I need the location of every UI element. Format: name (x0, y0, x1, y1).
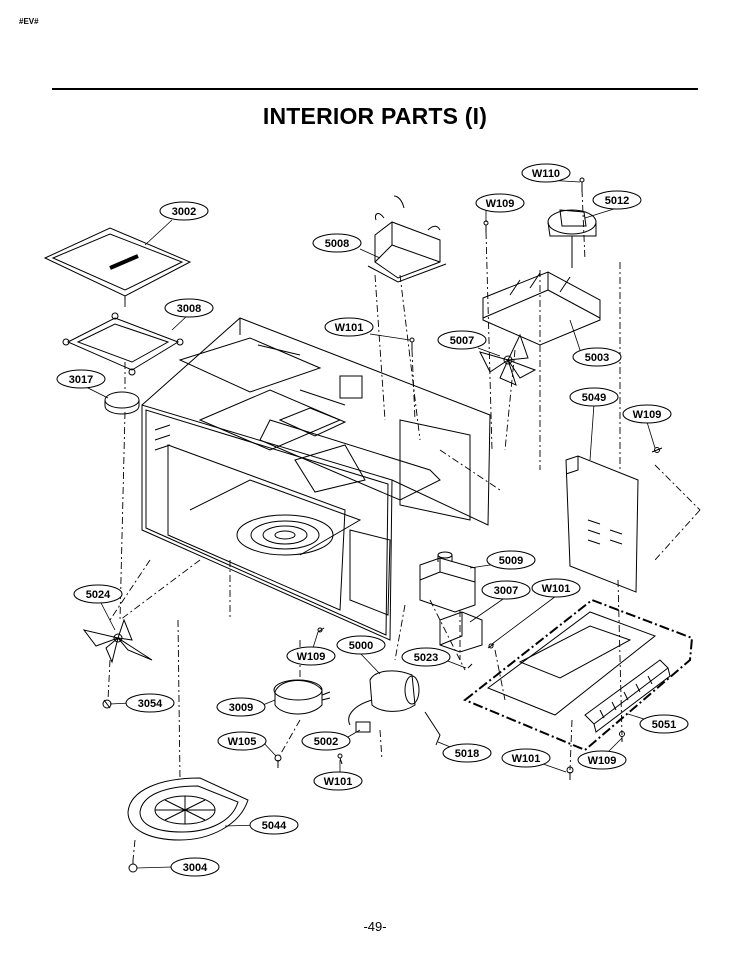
callout-3004: 3004 (170, 857, 220, 877)
callout-5009: 5009 (486, 550, 536, 570)
svg-text:3009: 3009 (229, 702, 253, 714)
svg-text:W101: W101 (512, 753, 541, 765)
svg-text:3004: 3004 (183, 862, 208, 874)
svg-text:W101: W101 (335, 322, 364, 334)
callout-labels: W110 W109 5012 3002 5008 3008 W101 5007 … (56, 163, 689, 877)
fan-bracket-5003 (482, 271, 601, 346)
bracket-3007 (439, 611, 483, 653)
fan-motor-5012 (547, 209, 597, 268)
leader-lines (85, 179, 661, 869)
svg-text:5003: 5003 (585, 352, 609, 364)
callout-5023: 5023 (401, 647, 451, 667)
callout-3007: 3007 (481, 580, 531, 600)
callout-w109-right: W109 (622, 404, 672, 424)
callout-5003: 5003 (572, 347, 622, 367)
svg-text:5018: 5018 (455, 748, 479, 760)
svg-text:W105: W105 (228, 736, 257, 748)
screw-3004 (128, 860, 138, 873)
capacitor-5000 (348, 670, 441, 746)
svg-text:5044: 5044 (262, 820, 287, 832)
svg-text:5007: 5007 (450, 335, 474, 347)
svg-text:5000: 5000 (349, 640, 373, 652)
callout-3017: 3017 (56, 369, 106, 389)
page-title: INTERIOR PARTS (I) (262, 103, 488, 129)
svg-text:W101: W101 (542, 583, 571, 595)
glass-tray-3002 (43, 227, 192, 300)
callout-5007: 5007 (437, 330, 487, 350)
side-plate-5049 (565, 455, 639, 593)
svg-text:3008: 3008 (177, 303, 201, 315)
svg-text:W109: W109 (633, 409, 662, 421)
svg-text:W109: W109 (486, 198, 515, 210)
alignment-lines (107, 189, 701, 861)
svg-text:3002: 3002 (172, 206, 196, 218)
svg-text:5008: 5008 (325, 238, 349, 250)
callout-w105: W105 (217, 731, 267, 751)
svg-text:5024: 5024 (86, 589, 111, 601)
svg-text:W101: W101 (324, 776, 353, 788)
roller-ring-3008 (62, 312, 184, 376)
callout-5012: 5012 (592, 190, 642, 210)
corner-mark: #EV# (19, 17, 39, 26)
svg-text:3054: 3054 (138, 698, 163, 710)
magnetron-5009 (419, 551, 476, 613)
callout-5000: 5000 (336, 635, 386, 655)
callout-w101-right: W101 (531, 578, 581, 598)
transformer-5008 (367, 195, 447, 283)
screw-marks (274, 177, 663, 780)
svg-text:5012: 5012 (605, 195, 629, 207)
callout-3054: 3054 (125, 693, 175, 713)
filter-5051 (584, 659, 671, 733)
callout-5008: 5008 (312, 233, 362, 253)
callout-5049: 5049 (569, 387, 619, 407)
cover-5044 (127, 777, 249, 841)
coupler-3017 (104, 391, 140, 415)
fan-blade-5007 (479, 333, 537, 386)
svg-text:3007: 3007 (494, 585, 518, 597)
callout-3009: 3009 (216, 697, 266, 717)
svg-text:W109: W109 (588, 755, 617, 767)
svg-text:5023: 5023 (414, 652, 438, 664)
callout-3008: 3008 (164, 298, 214, 318)
callout-w109-bottom: W109 (286, 646, 336, 666)
callout-5002: 5002 (301, 731, 351, 751)
screw-3054 (102, 699, 112, 709)
svg-text:W110: W110 (532, 168, 560, 180)
page-number: -49- (363, 919, 387, 934)
callout-5024: 5024 (73, 584, 123, 604)
svg-text:5002: 5002 (314, 736, 338, 748)
header-rule (52, 88, 698, 90)
callout-w101-mid: W101 (324, 317, 374, 337)
callout-w110: W110 (521, 163, 571, 183)
bottom-plate (463, 598, 694, 752)
callout-w109-lower: W109 (577, 750, 627, 770)
motor-3009 (273, 679, 331, 715)
callout-w101-lower: W101 (501, 748, 551, 768)
svg-text:W109: W109 (297, 651, 326, 663)
callout-5051: 5051 (639, 714, 689, 734)
svg-text:5051: 5051 (652, 719, 676, 731)
oven-cavity (141, 317, 491, 641)
svg-text:5009: 5009 (499, 555, 523, 567)
callout-3002: 3002 (159, 201, 209, 221)
callout-5044: 5044 (249, 815, 299, 835)
stirrer-5024 (82, 618, 153, 664)
svg-text:3017: 3017 (69, 374, 93, 386)
callout-w101-bottom: W101 (313, 771, 363, 791)
callout-5018: 5018 (442, 743, 492, 763)
callout-w109-top: W109 (475, 193, 525, 213)
svg-text:5049: 5049 (582, 392, 606, 404)
